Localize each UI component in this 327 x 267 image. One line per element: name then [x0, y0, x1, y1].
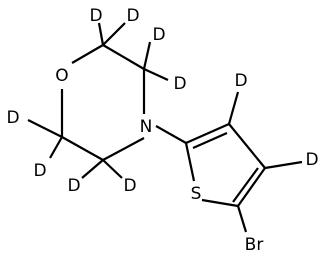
bond-c3-d-b — [143, 68, 169, 81]
bond-c3t-c4t — [228, 123, 266, 169]
bond-c2-d-b — [102, 22, 126, 46]
bond-c5-d-a — [81, 159, 104, 179]
atom-labels: O N S Br D D D D D D D D D D — [6, 6, 318, 255]
bond-o-c2 — [71, 44, 104, 64]
bond-n-c2t — [155, 125, 187, 144]
bond-c5t-br — [236, 205, 248, 233]
bond-c5-d-b — [102, 159, 123, 179]
bonds — [27, 22, 303, 233]
bond-s-c2t — [184, 142, 196, 182]
bond-c5t-s — [201, 198, 239, 208]
bond-n-c5 — [102, 137, 145, 161]
deuterium-label: D — [33, 161, 46, 181]
oxygen-label: O — [55, 66, 68, 86]
sulfur-label: S — [191, 184, 202, 204]
bond-c2-d-a — [97, 22, 105, 46]
bond-c5-c6 — [61, 136, 104, 161]
bond-c2t-c3t-inner — [192, 131, 228, 150]
deuterium-label: D — [126, 6, 139, 26]
bond-c4t-c5t-inner — [232, 167, 259, 203]
bond-c2t-c3t — [185, 122, 230, 145]
nitrogen-label: N — [140, 117, 153, 137]
deuterium-label: D — [305, 150, 318, 170]
deuterium-label: D — [234, 71, 247, 91]
bond-c2-c3 — [102, 44, 145, 70]
bond-c4t-d — [264, 160, 303, 170]
deuterium-label: D — [6, 108, 19, 128]
bond-c6-d-b — [49, 136, 63, 159]
bromine-label: Br — [245, 235, 264, 255]
bond-c3-d-a — [142, 41, 152, 70]
deuterium-label: D — [152, 25, 165, 45]
deuterium-label: D — [67, 176, 80, 196]
deuterium-label: D — [123, 176, 136, 196]
deuterium-label: D — [173, 74, 186, 94]
bond-c6-d-a — [27, 119, 63, 138]
bond-c3t-d — [227, 91, 240, 125]
bond-c4t-c5t — [237, 167, 266, 207]
deuterium-label: D — [89, 6, 102, 26]
